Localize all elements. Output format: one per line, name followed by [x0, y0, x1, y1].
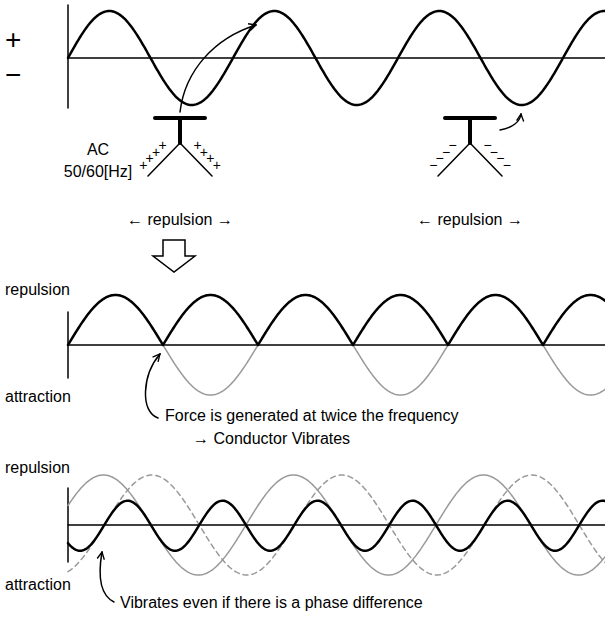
charge-sign: −	[429, 157, 437, 173]
value-axis	[67, 488, 69, 562]
force-wave	[68, 295, 605, 345]
time-axis	[68, 344, 605, 346]
note: → Conductor Vibrates	[193, 430, 350, 448]
frequency-label: 50/60[Hz]	[64, 163, 132, 181]
down-arrow	[153, 240, 195, 272]
ac-sine-wave	[68, 11, 605, 105]
polarity-sign: −	[5, 59, 21, 91]
electroscope-stem	[178, 118, 182, 143]
source-sine-wave	[68, 475, 605, 575]
leader-arrow	[100, 552, 114, 602]
source-sine-wave	[68, 295, 605, 395]
axis-label: repulsion	[5, 459, 70, 477]
leader-arrow	[145, 354, 160, 418]
electroscope-stem	[468, 118, 472, 143]
leader-arrow	[180, 25, 256, 112]
shifted-sine-wave	[68, 475, 605, 575]
polarity-sign: +	[5, 24, 21, 56]
charge-sign: +	[213, 157, 221, 173]
force-wave	[68, 501, 605, 551]
charge-sign: +	[139, 157, 147, 173]
leader-arrow	[500, 114, 521, 130]
note: Force is generated at twice the frequenc…	[165, 407, 459, 425]
force-label: ← repulsion →	[127, 211, 233, 229]
time-axis	[68, 57, 605, 59]
time-axis	[68, 524, 605, 526]
axis-label: repulsion	[5, 281, 70, 299]
axis-label: attraction	[5, 576, 71, 594]
charge-sign: −	[503, 157, 511, 173]
source-label: AC	[87, 141, 109, 159]
axis-label: attraction	[5, 388, 71, 406]
force-label: ← repulsion →	[417, 211, 523, 229]
note: Vibrates even if there is a phase differ…	[120, 594, 423, 612]
